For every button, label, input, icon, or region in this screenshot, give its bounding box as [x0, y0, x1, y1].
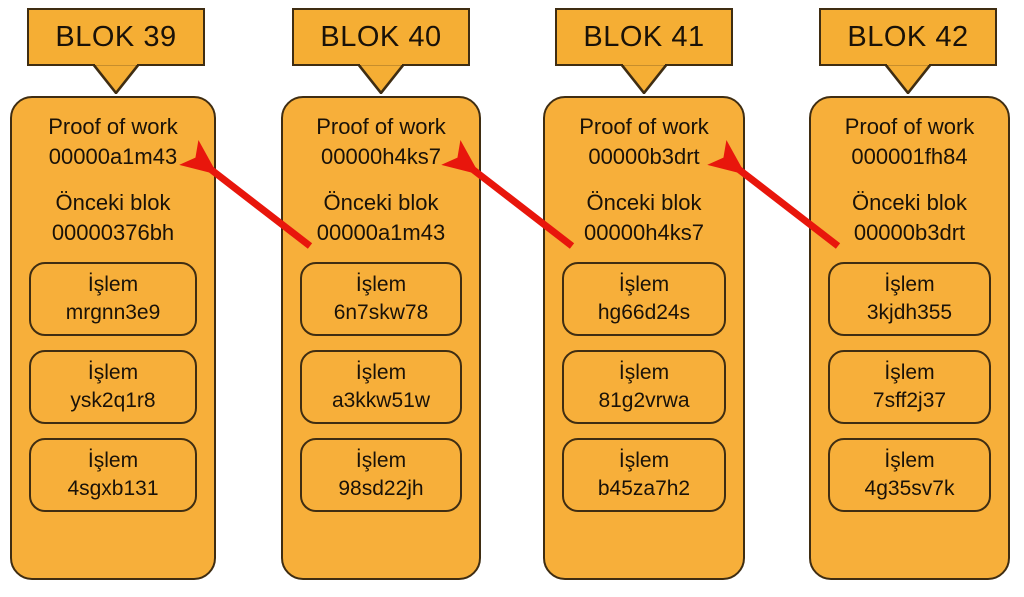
banner-tail-icon-39: [93, 64, 139, 94]
prev-block-hash: 00000h4ks7: [584, 220, 704, 245]
transaction-label: İşlem: [618, 273, 670, 296]
pow-hash: 00000h4ks7: [321, 144, 441, 169]
prev-block-label: Önceki blok: [586, 190, 702, 215]
transaction-box: İşlem ysk2q1r8: [29, 350, 197, 424]
block-header-39: Proof of work 00000a1m43 Önceki blok 000…: [12, 98, 214, 248]
transaction-box: İşlem 4g35sv7k: [827, 438, 992, 512]
transaction-label: İşlem: [618, 449, 670, 472]
prev-block-hash: 00000a1m43: [316, 220, 446, 245]
block-banner-label: BLOK 42: [847, 20, 969, 53]
transaction-box: İşlem mrgnn3e9: [29, 262, 197, 336]
pow-label: Proof of work: [579, 114, 709, 139]
transaction-box: İşlem 7sff2j37: [827, 350, 992, 424]
pow-hash: 00000a1m43: [48, 144, 178, 169]
block-header-42: Proof of work 000001fh84 Önceki blok 000…: [811, 98, 1008, 248]
pow-hash: 00000b3drt: [588, 144, 700, 169]
transaction-label: İşlem: [884, 449, 935, 472]
pow-label: Proof of work: [844, 114, 975, 139]
transaction-label: İşlem: [87, 449, 139, 472]
banner-tail-icon-41: [621, 64, 667, 94]
prev-block-hash: 00000376bh: [51, 220, 175, 245]
block-banner-box-42: BLOK 42: [819, 8, 997, 66]
transaction-list-39: İşlem mrgnn3e9 İşlem ysk2q1r8 İşlem 4sgx…: [12, 262, 214, 512]
transaction-hash: 7sff2j37: [872, 389, 947, 412]
transaction-box: İşlem 98sd22jh: [299, 438, 463, 512]
block-banner-box-41: BLOK 41: [555, 8, 733, 66]
transaction-label: İşlem: [618, 361, 670, 384]
transaction-list-40: İşlem 6n7skw78 İşlem a3kkw51w İşlem 98sd…: [283, 262, 479, 512]
transaction-hash: hg66d24s: [597, 301, 691, 324]
prev-block-label: Önceki blok: [323, 190, 439, 215]
block-body-41: Proof of work 00000b3drt Önceki blok 000…: [543, 96, 745, 580]
transaction-list-42: İşlem 3kjdh355 İşlem 7sff2j37 İşlem 4g35…: [811, 262, 1008, 512]
transaction-box: İşlem 3kjdh355: [827, 262, 992, 336]
transaction-hash: 81g2vrwa: [598, 389, 690, 412]
block-banner-box-40: BLOK 40: [292, 8, 470, 66]
transaction-list-41: İşlem hg66d24s İşlem 81g2vrwa İşlem b45z…: [545, 262, 743, 512]
header-gap: [12, 172, 214, 188]
transaction-hash: 98sd22jh: [338, 477, 424, 500]
transaction-label: İşlem: [87, 273, 139, 296]
transaction-box: İşlem hg66d24s: [561, 262, 727, 336]
pow-label: Proof of work: [316, 114, 446, 139]
prev-block-hash: 00000b3drt: [853, 220, 966, 245]
block-header-40: Proof of work 00000h4ks7 Önceki blok 000…: [283, 98, 479, 248]
block-body-39: Proof of work 00000a1m43 Önceki blok 000…: [10, 96, 216, 580]
block-column-41: BLOK 41 Proof of work 00000b3drt Önceki …: [543, 0, 745, 597]
block-header-41: Proof of work 00000b3drt Önceki blok 000…: [545, 98, 743, 248]
banner-tail-icon-42: [885, 64, 931, 94]
transaction-label: İşlem: [884, 361, 935, 384]
transaction-hash: 4g35sv7k: [864, 477, 955, 500]
transaction-box: İşlem a3kkw51w: [299, 350, 463, 424]
prev-block-label: Önceki blok: [852, 190, 967, 215]
transaction-hash: 3kjdh355: [866, 301, 953, 324]
block-banner-40: BLOK 40: [292, 8, 470, 94]
transaction-hash: 4sgxb131: [67, 477, 159, 500]
block-body-42: Proof of work 000001fh84 Önceki blok 000…: [809, 96, 1010, 580]
block-banner-39: BLOK 39: [27, 8, 205, 94]
transaction-label: İşlem: [87, 361, 139, 384]
block-body-40: Proof of work 00000h4ks7 Önceki blok 000…: [281, 96, 481, 580]
prev-block-label: Önceki blok: [55, 190, 171, 215]
transaction-hash: mrgnn3e9: [65, 301, 161, 324]
transaction-hash: ysk2q1r8: [70, 389, 156, 412]
banner-tail-icon-40: [358, 64, 404, 94]
pow-label: Proof of work: [48, 114, 178, 139]
transaction-label: İşlem: [355, 273, 407, 296]
block-column-42: BLOK 42 Proof of work 000001fh84 Önceki …: [809, 0, 1010, 597]
block-column-40: BLOK 40 Proof of work 00000h4ks7 Önceki …: [281, 0, 481, 597]
block-banner-box-39: BLOK 39: [27, 8, 205, 66]
transaction-label: İşlem: [355, 361, 407, 384]
block-banner-label: BLOK 41: [583, 20, 705, 53]
transaction-box: İşlem 81g2vrwa: [561, 350, 727, 424]
transaction-box: İşlem 6n7skw78: [299, 262, 463, 336]
block-banner-label: BLOK 40: [320, 20, 442, 53]
transaction-label: İşlem: [355, 449, 407, 472]
header-gap: [811, 172, 1008, 188]
transaction-box: İşlem b45za7h2: [561, 438, 727, 512]
header-gap: [545, 172, 743, 188]
transaction-hash: 6n7skw78: [333, 301, 429, 324]
header-gap: [283, 172, 479, 188]
block-banner-label: BLOK 39: [55, 20, 177, 53]
transaction-hash: b45za7h2: [597, 477, 691, 500]
block-column-39: BLOK 39 Proof of work 00000a1m43 Önceki …: [10, 0, 216, 597]
transaction-hash: a3kkw51w: [331, 389, 431, 412]
transaction-label: İşlem: [884, 273, 935, 296]
block-banner-41: BLOK 41: [555, 8, 733, 94]
transaction-box: İşlem 4sgxb131: [29, 438, 197, 512]
pow-hash: 000001fh84: [851, 144, 968, 169]
block-banner-42: BLOK 42: [819, 8, 997, 94]
